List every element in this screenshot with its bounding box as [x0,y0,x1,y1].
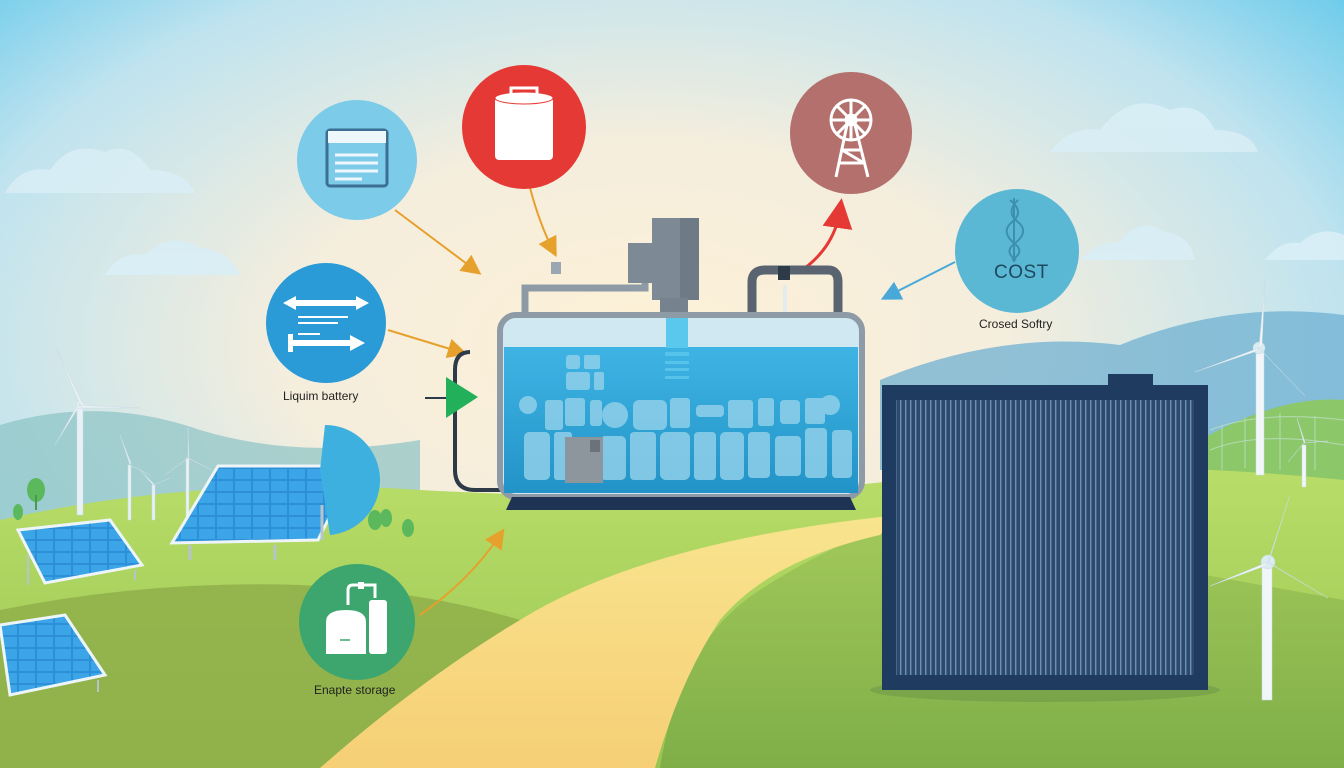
cloud-icon [5,103,1344,275]
wind-turbine-icon [1194,279,1329,701]
wind-tower-icon [829,98,873,178]
flow-arrow [387,187,956,616]
node-liquid-battery[interactable] [266,263,386,383]
label-cost: Crosed Softry [979,317,1053,331]
wind-turbine-icon [54,347,213,521]
tree-icon [13,478,414,537]
dna-helix-icon [1005,198,1025,262]
label-liquid-battery: Liquim battery [283,389,359,403]
node-control-panel[interactable] [297,100,417,220]
battery-module-panel [870,374,1220,702]
stored-items [519,355,852,480]
cost-title: COST [994,262,1049,283]
node-cost[interactable] [955,189,1079,313]
fence [1209,413,1344,470]
node-storage-cylinder[interactable] [462,65,586,189]
label-enapte-storage: Enapte storage [314,683,396,697]
storage-cylinder-icon [494,86,554,160]
double-arrow-icon [283,296,369,352]
flow-direction-icon [446,377,478,418]
node-solar[interactable] [320,425,381,535]
gas-tanks-icon [326,582,387,654]
solar-panel-icon [0,464,358,697]
liquid-battery-tank [425,218,865,510]
control-panel-icon [325,128,389,188]
node-wind-tower[interactable] [790,72,912,194]
node-enapte-storage[interactable] [299,564,415,680]
winding-path [320,515,900,768]
